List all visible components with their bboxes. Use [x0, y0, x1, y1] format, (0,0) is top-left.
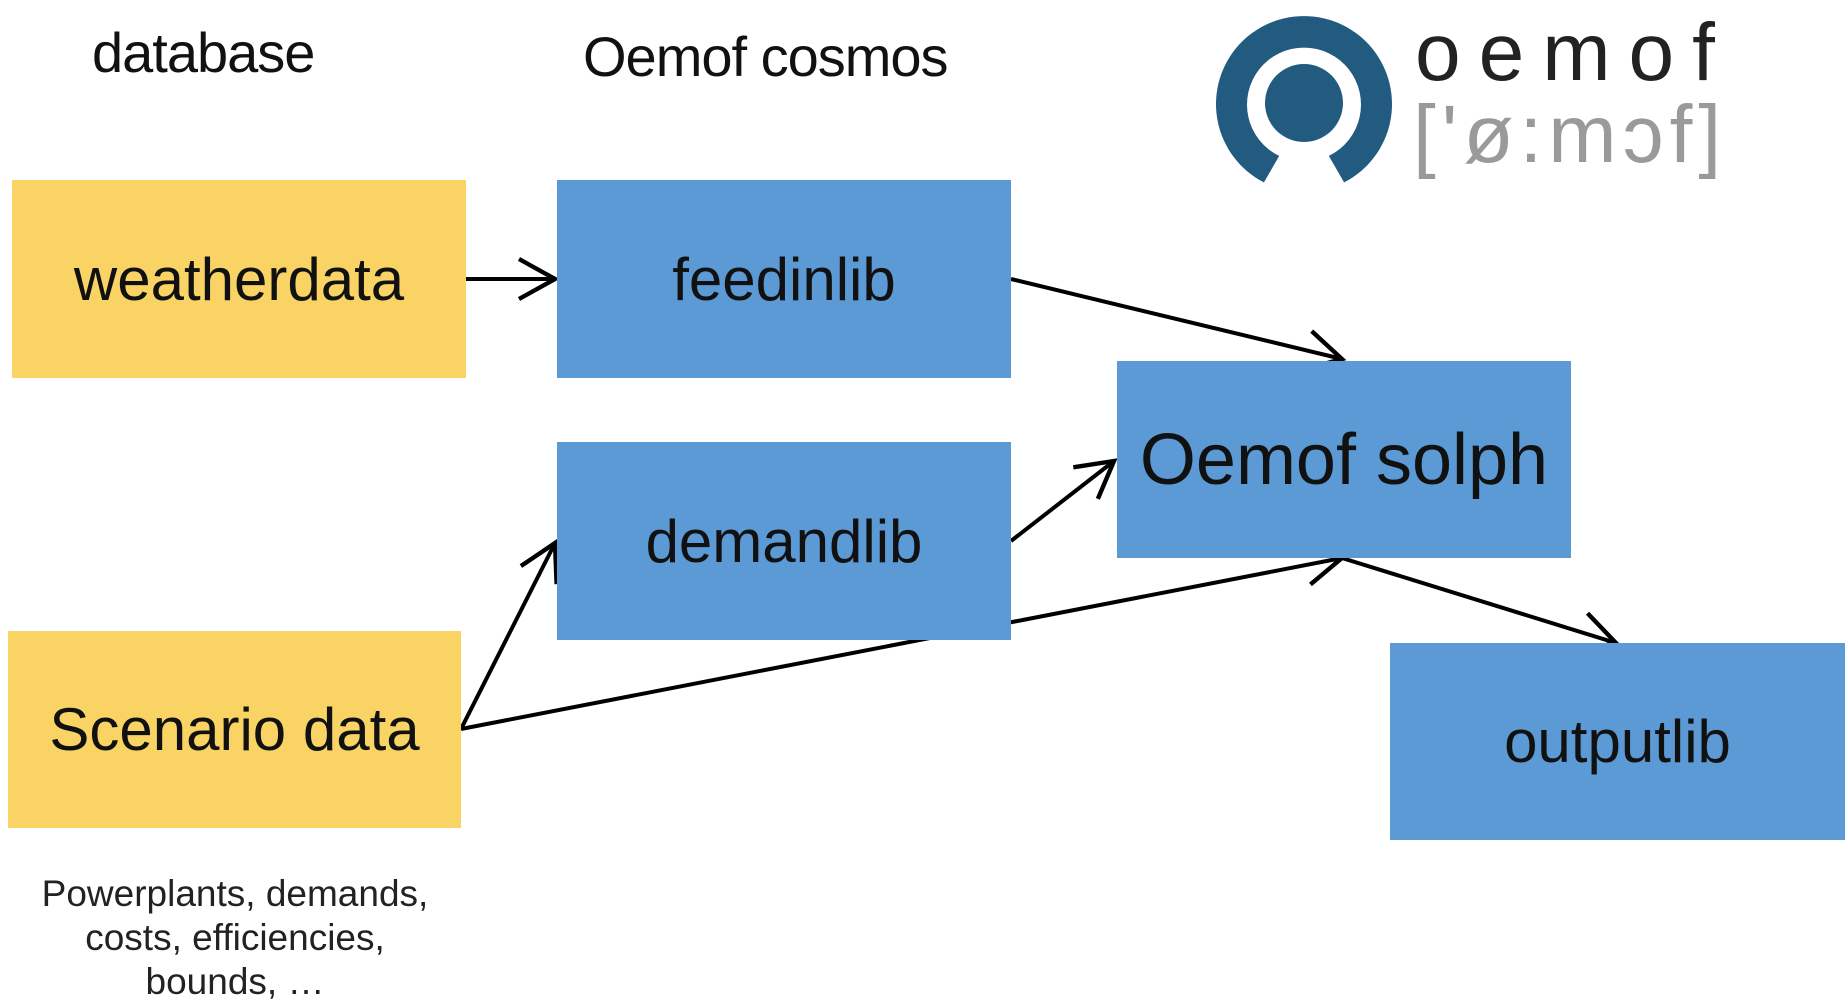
- cosmos-heading: Oemof cosmos: [583, 25, 949, 88]
- weatherdata-box: weatherdata: [12, 180, 466, 378]
- oemof-ring-icon: [1216, 16, 1392, 183]
- logo-phonetic: ['ø:mɔf]: [1413, 89, 1728, 180]
- demandlib-box: demandlib: [557, 442, 1011, 640]
- edge-solph-outputlib: [1341, 556, 1621, 654]
- scenario-data-box: Scenario data: [8, 631, 461, 828]
- outputlib-box: outputlib: [1390, 643, 1845, 840]
- oemof-logo: oemof ['ø:mɔf]: [1205, 6, 1845, 192]
- scenario-data-note: Powerplants, demands, costs, efficiencie…: [41, 873, 429, 1002]
- database-heading: database: [92, 21, 315, 84]
- feedinlib-box: feedinlib: [557, 180, 1011, 378]
- oemof-solph-box: Oemof solph: [1117, 361, 1571, 558]
- edge-demandlib-solph: [1009, 458, 1118, 543]
- logo-wordmark: oemof: [1415, 7, 1733, 98]
- edge-feedinlib-solph: [1010, 277, 1347, 373]
- edge-scenario-demandlib: [459, 538, 559, 730]
- edge-scenario-solph: [460, 543, 1347, 731]
